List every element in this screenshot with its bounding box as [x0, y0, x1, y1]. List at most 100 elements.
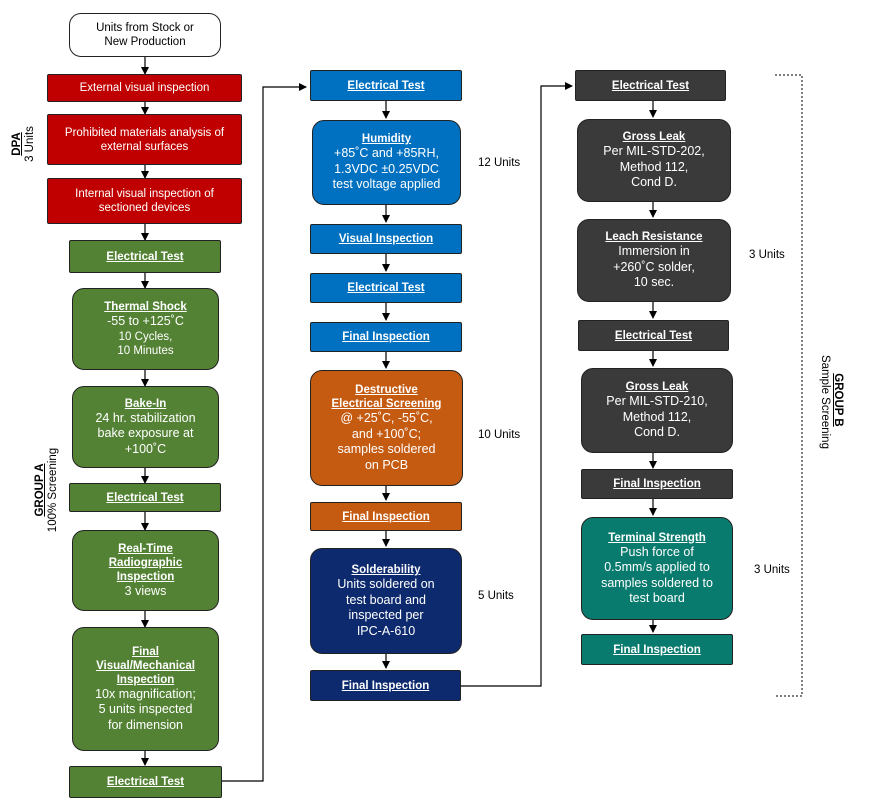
step-title: Final [132, 645, 159, 658]
step-detail: 10 Cycles, [118, 330, 173, 343]
col2-visual-inspection: Visual Inspection [310, 224, 462, 254]
step-detail: 10 sec. [633, 275, 675, 290]
step-title: Electrical Test [347, 79, 425, 92]
step-label: External visual inspection [79, 82, 210, 94]
connector-col1-to-col2 [222, 83, 307, 782]
step-detail: 10 Minutes [117, 344, 174, 357]
leach-units: 3 Units [749, 249, 785, 261]
group-a-electrical-test-2: Electrical Test [69, 483, 221, 512]
step-detail: 1.3VDC ±0.25VDC [334, 161, 439, 176]
step-title: Inspection [116, 673, 175, 686]
dpa-external-visual: External visual inspection [47, 74, 242, 102]
step-detail: inspected per [348, 608, 424, 622]
step-detail: and +100˚C; [351, 426, 422, 441]
col3-electrical-test: Electrical Test [575, 70, 726, 101]
col3-final-inspection-2: Final Inspection [581, 634, 733, 665]
step-title: Inspection [116, 570, 175, 583]
dpa-internal-visual: Internal visual inspection of sectioned … [47, 178, 242, 224]
thermal-shock-box: Thermal Shock -55 to +125˚C 10 Cycles, 1… [72, 288, 219, 370]
step-title: Electrical Test [347, 282, 425, 294]
step-title: Visual/Mechanical [96, 659, 195, 672]
step-detail: Method 112, [622, 409, 692, 424]
group-b-sub: Sample Screening [819, 355, 831, 449]
step-detail: for dimension [107, 717, 184, 732]
step-title: Solderability [351, 564, 421, 576]
col2-final-inspection-3: Final Inspection [310, 670, 461, 701]
solderability-units: 5 Units [478, 590, 514, 602]
step-detail: test board [629, 591, 685, 605]
group-a-electrical-test-1: Electrical Test [69, 240, 221, 273]
step-title: Humidity [361, 133, 412, 146]
leach-resistance-box: Leach Resistance Immersion in +260˚C sol… [577, 219, 731, 302]
step-title: Final Inspection [613, 478, 701, 490]
col3-final-inspection-1: Final Inspection [581, 469, 733, 499]
start-box: Units from Stock or New Production [69, 13, 221, 57]
step-detail: Immersion in [618, 244, 690, 259]
step-detail: IPC-A-610 [356, 623, 416, 638]
bake-in-box: Bake-In 24 hr. stabilization bake exposu… [72, 386, 219, 468]
step-detail: Cond D. [634, 425, 680, 440]
terminal-units: 3 Units [754, 564, 790, 576]
step-detail: Per MIL-STD-202, [603, 144, 705, 159]
gross-leak-1-box: Gross Leak Per MIL-STD-202, Method 112, … [577, 119, 731, 202]
step-detail: test board and [346, 592, 426, 607]
step-detail: Method 112, [619, 159, 689, 174]
step-title: Gross Leak [622, 131, 686, 144]
group-b-label: GROUP B [832, 373, 844, 427]
step-label: Prohibited materials analysis of externa… [64, 126, 225, 153]
group-a-label: GROUP A [34, 463, 46, 517]
dpa-count: 3 Units [24, 126, 36, 162]
step-detail: 0.5mm/s applied to [604, 560, 710, 574]
step-title: Electrical Test [106, 250, 184, 263]
step-detail: samples soldered [337, 442, 436, 456]
connector-col2-to-col3 [461, 82, 573, 687]
step-title: Final Inspection [342, 331, 430, 343]
step-title: Electrical Test [611, 79, 690, 92]
group-a-side-label: GROUP A 100% Screening [34, 445, 60, 535]
step-title: Destructive [355, 384, 418, 396]
step-detail: samples soldered to [601, 575, 713, 590]
step-detail: -55 to +125˚C [107, 314, 184, 329]
step-title: Bake-In [124, 397, 167, 410]
gross-leak-2-box: Gross Leak Per MIL-STD-210, Method 112, … [581, 368, 733, 453]
step-detail: test voltage applied [332, 177, 441, 192]
final-visual-mechanical-box: Final Visual/Mechanical Inspection 10x m… [72, 627, 219, 751]
step-detail: +260˚C solder, [613, 259, 695, 274]
step-title: Final Inspection [613, 643, 701, 656]
step-detail: Units soldered on [337, 577, 435, 591]
destructive-screening-box: Destructive Electrical Screening @ +25˚C… [310, 370, 463, 486]
step-title: Electrical Test [614, 329, 693, 342]
step-title: Thermal Shock [104, 301, 187, 314]
col2-electrical-test: Electrical Test [310, 70, 462, 101]
terminal-strength-box: Terminal Strength Push force of 0.5mm/s … [581, 517, 733, 620]
dpa-side-label: DPA 3 Units [11, 118, 37, 170]
col2-final-inspection-1: Final Inspection [310, 322, 462, 352]
dpa-label: DPA [11, 132, 23, 156]
col2-electrical-test-2: Electrical Test [310, 273, 462, 303]
step-label: Internal visual inspection of sectioned … [75, 188, 214, 214]
col3-electrical-test-2: Electrical Test [578, 320, 729, 351]
step-title: Final Inspection [341, 679, 430, 692]
step-title: Real-Time [118, 542, 173, 555]
step-detail: Cond D. [631, 175, 677, 190]
step-detail: 5 units inspected [98, 702, 193, 717]
group-a-sub: 100% Screening [47, 447, 59, 533]
step-detail: +100˚C [124, 441, 167, 456]
step-detail: Per MIL-STD-210, [606, 394, 708, 409]
destructive-units: 10 Units [478, 429, 521, 441]
group-b-side-label: GROUP B Sample Screening [818, 355, 844, 449]
group-b-bracket [775, 74, 803, 697]
group-a-electrical-test-3: Electrical Test [69, 766, 222, 798]
step-title: Radiographic [108, 556, 183, 569]
step-title: Visual Inspection [338, 233, 434, 245]
col2-final-inspection-2: Final Inspection [310, 502, 462, 531]
step-title: Electrical Screening [331, 398, 442, 410]
step-detail: +85˚C and +85RH, [334, 146, 439, 161]
step-title: Electrical Test [106, 776, 185, 788]
humidity-box: Humidity +85˚C and +85RH, 1.3VDC ±0.25VD… [312, 120, 461, 205]
step-detail: 3 views [124, 583, 167, 598]
step-title: Gross Leak [625, 381, 689, 394]
step-detail: 24 hr. stabilization [95, 410, 196, 425]
step-title: Final Inspection [342, 510, 430, 523]
